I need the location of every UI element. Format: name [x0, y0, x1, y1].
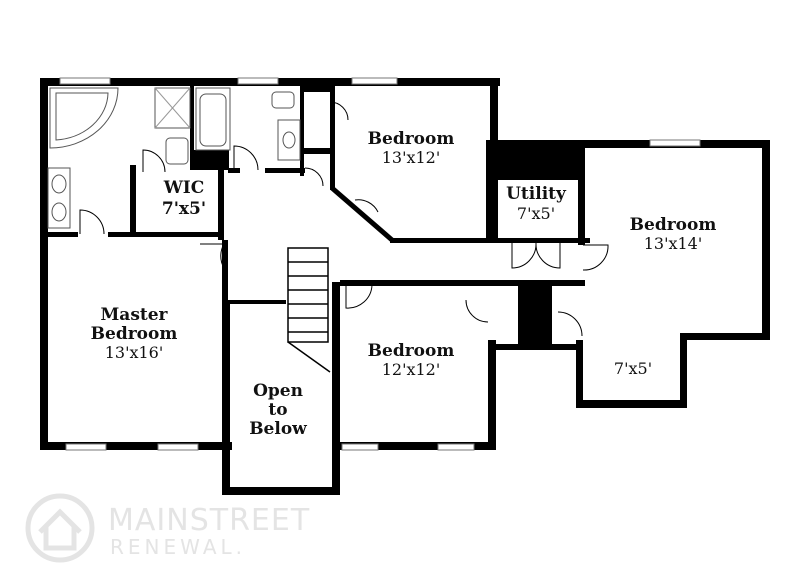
room-size: 13'x12': [382, 148, 441, 167]
room-size: 7'x5': [517, 204, 555, 223]
room-name-line1: Open: [253, 381, 303, 401]
room-size: 13'x14': [644, 234, 703, 253]
room-label-master: Master Bedroom 13'x16': [91, 305, 178, 362]
windows: [59, 77, 701, 451]
room-size: 7'x5': [614, 359, 652, 378]
room-size: 13'x16': [105, 343, 164, 362]
room-label-wic: WIC 7'x5': [162, 178, 206, 219]
room-name-line2: Bedroom: [91, 324, 178, 344]
logo-line2: RENEWAL.: [110, 535, 246, 559]
room-size: 12'x12': [382, 360, 441, 379]
logo-line1: MAINSTREET: [108, 503, 310, 538]
room-name: Bedroom: [630, 215, 717, 235]
room-size: 7'x5': [162, 199, 206, 219]
bathroom-fixtures: [47, 87, 301, 229]
staircase: [287, 247, 331, 373]
room-label-bedroom-right: Bedroom 13'x14': [630, 215, 717, 253]
room-name: WIC: [163, 178, 205, 198]
room-label-bedroom-top: Bedroom 13'x12': [368, 129, 455, 167]
room-name: Bedroom: [368, 129, 455, 149]
room-label-open-below: Open to Below: [249, 381, 307, 439]
room-label-closet-right: 7'x5': [614, 359, 652, 378]
room-label-utility: Utility 7'x5': [506, 184, 567, 223]
doors: [79, 101, 609, 337]
room-name: Utility: [506, 184, 567, 204]
logo-house-icon: [25, 493, 95, 563]
mainstreet-logo: MAINSTREET RENEWAL.: [25, 493, 310, 563]
room-name: Bedroom: [368, 341, 455, 361]
room-name-line2: to: [268, 400, 287, 420]
room-name-line1: Master: [100, 305, 168, 325]
room-label-bedroom-center: Bedroom 12'x12': [368, 341, 455, 379]
room-name-line3: Below: [249, 419, 307, 439]
